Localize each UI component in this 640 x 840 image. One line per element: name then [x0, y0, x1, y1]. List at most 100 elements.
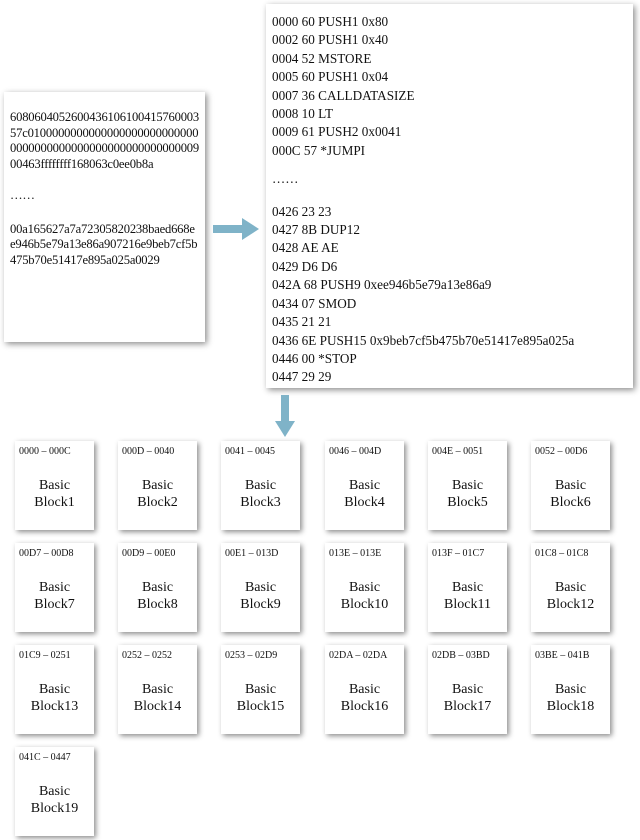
block-label-number: Block13 — [30, 699, 79, 714]
opcode-line: 000C 57 *JUMPI — [272, 142, 366, 158]
opcode-line: 0426 23 23 — [272, 203, 332, 219]
block-range: 02DA – 02DA — [329, 650, 388, 661]
opcode-line: 0435 21 21 — [272, 314, 332, 330]
block-label-number: Block9 — [240, 597, 281, 612]
opcode-line: 0434 07 SMOD — [272, 295, 357, 311]
block-label-number: Block15 — [236, 699, 285, 714]
block-label-word: Basic — [244, 682, 277, 697]
block-label-number: Block12 — [546, 597, 595, 612]
block-label-word: Basic — [141, 478, 174, 493]
opcode-line: 0447 29 29 — [272, 369, 332, 385]
block-label-number: Block4 — [344, 495, 385, 510]
block-label-number: Block14 — [133, 699, 182, 714]
block-label-word: Basic — [38, 580, 71, 595]
block-label-word: Basic — [141, 682, 174, 697]
block-label-number: Block19 — [30, 801, 79, 816]
opcode-line: 0436 6E PUSH15 0x9beb7cf5b475b70e51417e8… — [272, 332, 575, 348]
block-label-word: Basic — [38, 682, 71, 697]
block-label-number: Block10 — [340, 597, 389, 612]
opcode-line: 0009 61 PUSH2 0x0041 — [272, 124, 402, 140]
block-label-word: Basic — [348, 478, 381, 493]
block-label-number: Block16 — [340, 699, 389, 714]
down-arrow-icon — [275, 395, 295, 437]
block-range: 0253 – 02D9 — [225, 650, 278, 661]
block-label-word: Basic — [38, 478, 71, 493]
block-range: 013E – 013E — [329, 548, 382, 559]
block-label-number: Block6 — [550, 495, 591, 510]
opcode-line: 0008 10 LT — [272, 106, 334, 122]
opcode-line: 0427 8B DUP12 — [272, 222, 360, 238]
block-label-number: Block2 — [137, 495, 178, 510]
block-label-word: Basic — [348, 682, 381, 697]
block-range: 013F – 01C7 — [432, 548, 485, 559]
block-label-word: Basic — [348, 580, 381, 595]
opcode-line: 0004 52 MSTORE — [272, 50, 372, 66]
bytecode-panel: 608060405260043610610041576000357c010000… — [4, 92, 205, 342]
block-label-word: Basic — [244, 478, 277, 493]
block-label-number: Block5 — [447, 495, 488, 510]
block-range: 00E1 – 013D — [225, 548, 279, 559]
block-range: 0041 – 0045 — [225, 446, 275, 457]
block-label-word: Basic — [554, 682, 587, 697]
block-range: 000D – 0040 — [122, 446, 175, 457]
block-range: 0252 – 0252 — [122, 650, 172, 661]
bytecode-ellipsis: …… — [10, 188, 35, 202]
opcode-line: 0007 36 CALLDATASIZE — [272, 87, 415, 103]
block-range: 004E – 0051 — [432, 446, 484, 457]
block-label-number: Block1 — [34, 495, 75, 510]
opcode-line: 0000 60 PUSH1 0x80 — [272, 14, 389, 29]
block-range: 0046 – 004D — [329, 446, 382, 457]
block-range: 0000 – 000C — [19, 446, 71, 457]
opcode-line: 0429 D6 D6 — [272, 258, 338, 274]
block-label-number: Block7 — [34, 597, 75, 612]
block-range: 0052 – 00D6 — [535, 446, 588, 457]
block-label-word: Basic — [451, 478, 484, 493]
block-label-word: Basic — [38, 784, 71, 799]
bytecode-tail: 00a165627a7a7230582023​8baed668ee946b5e7… — [10, 221, 198, 267]
opcode-line: 042A 68 PUSH9 0xee946b5e79a13e86a9 — [272, 277, 492, 293]
bytecode-head: 608060405260043610610041576000357c010000… — [10, 110, 200, 171]
opcode-line: 0446 00 *STOP — [272, 350, 357, 366]
right-arrow-icon — [213, 218, 259, 240]
block-range: 03BE – 041B — [535, 650, 590, 661]
block-label-word: Basic — [244, 580, 277, 595]
block-label-word: Basic — [451, 580, 484, 595]
opcode-line: 0002 60 PUSH1 0x40 — [272, 32, 389, 48]
block-label-number: Block11 — [444, 597, 491, 612]
opcode-line: 0005 60 PUSH1 0x04 — [272, 69, 389, 85]
block-label-number: Block17 — [443, 699, 492, 714]
block-range: 00D9 – 00E0 — [122, 548, 176, 559]
block-label-number: Block8 — [137, 597, 178, 612]
block-label-number: Block18 — [546, 699, 595, 714]
opcode-ellipsis: …… — [272, 171, 299, 187]
block-range: 02DB – 03BD — [432, 650, 490, 661]
